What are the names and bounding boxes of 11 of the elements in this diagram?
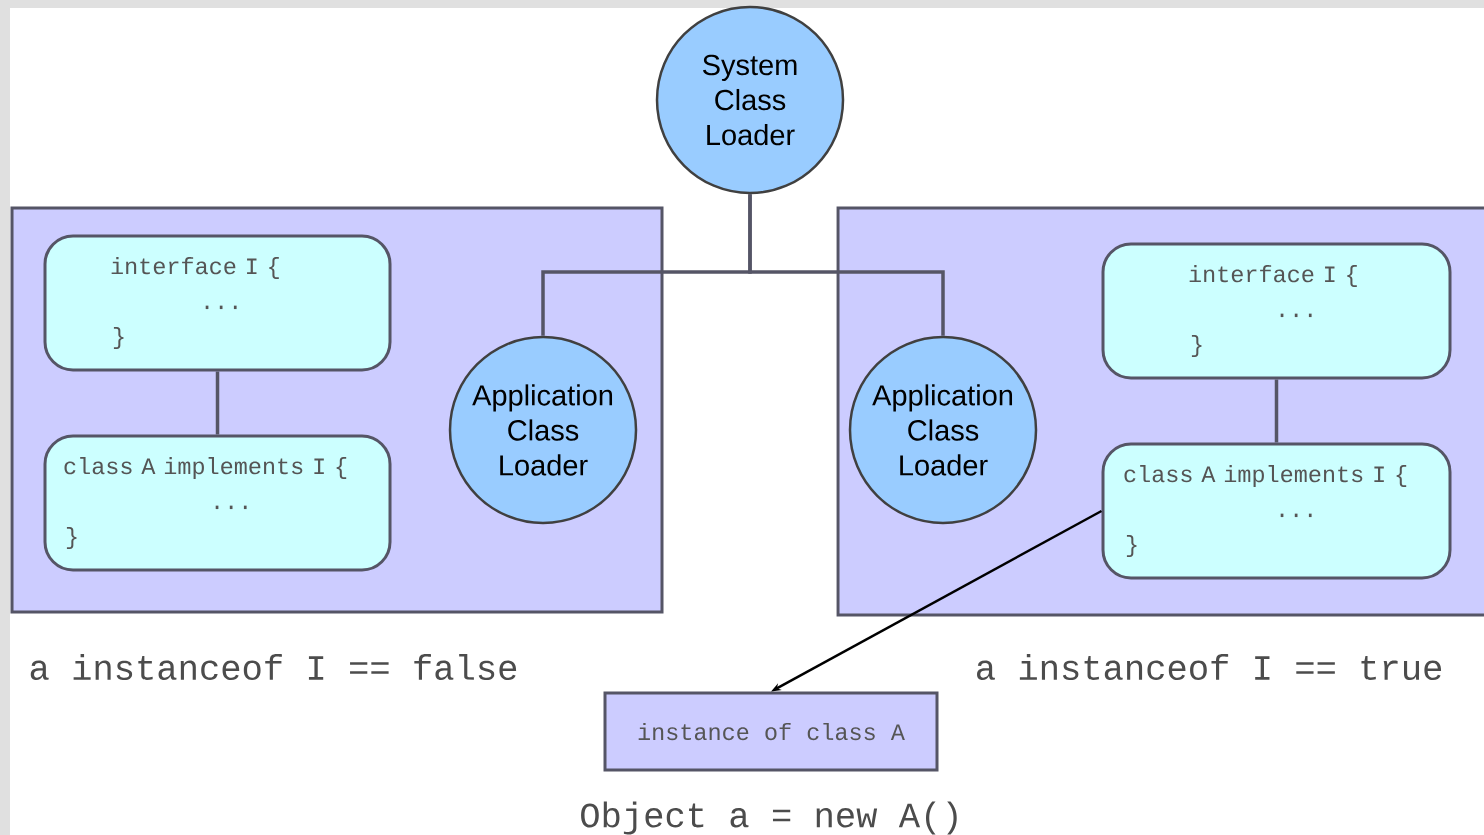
code-caption: Object a = new A(): [581, 801, 957, 835]
connector: [1274, 379, 1279, 443]
code-box: interface I { ... }: [43, 234, 392, 372]
connector: [748, 194, 945, 336]
instance-box: instance of class A: [603, 691, 939, 772]
code-box: class A implements I { ... }: [43, 434, 392, 572]
code-caption: a instanceof I == false: [30, 653, 517, 681]
code-box: interface I { ... }: [1101, 242, 1452, 380]
code-box: class A implements I { ... }: [1101, 442, 1452, 580]
connector: [215, 371, 220, 435]
code-caption: a instanceof I == true: [977, 653, 1442, 681]
